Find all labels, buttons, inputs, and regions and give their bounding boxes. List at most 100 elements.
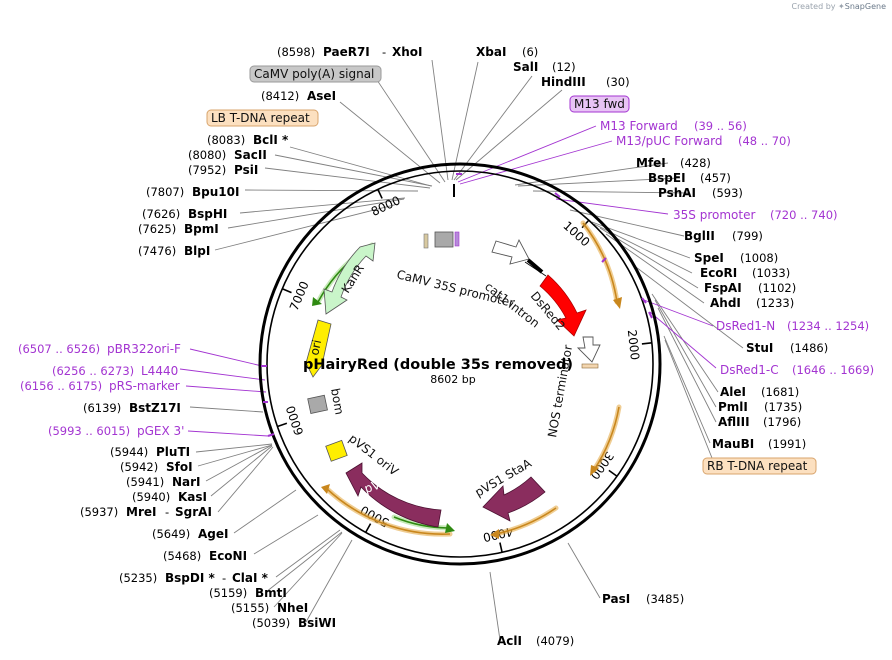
primer-m13-puc-forward: M13/pUC Forward [616, 134, 723, 148]
ruler-tick-label: 7000 [287, 279, 312, 313]
enzyme-econi: EcoNI [209, 549, 247, 563]
ruler-tick [499, 542, 503, 553]
enzyme-paer7i: PaeR7I [323, 45, 370, 59]
m13-fwd-box [569, 95, 630, 113]
enzyme-bspei: BspEI [648, 171, 686, 185]
green-arrowhead-icon [312, 297, 322, 306]
dsred2-arrow [539, 274, 587, 337]
enzyme-bglii-pos: (799) [732, 229, 763, 243]
enzyme-agei: AgeI [198, 527, 228, 541]
primer-pgex3: pGEX 3' [137, 424, 184, 438]
enzyme-bsiwi: BsiWI [298, 616, 336, 630]
primer-prs-marker-range: (6156 .. 6175) [20, 379, 102, 393]
enzyme-bpmi: BpmI [184, 222, 219, 236]
ruler-ticks [277, 189, 652, 553]
enzyme-bstz17i: BstZ17I [129, 401, 181, 415]
ruler-tick [608, 469, 618, 477]
orf-arrowhead-icon [490, 529, 499, 539]
primer-pbr322ori-f-range: (6507 .. 6526) [18, 342, 100, 356]
enzyme-mfei: MfeI [636, 156, 666, 170]
inner-features [261, 173, 653, 528]
ruler-tick [281, 287, 292, 294]
orf-arrowhead-icon [613, 297, 622, 309]
enzyme-alei: AleI [720, 385, 746, 399]
enzyme-asei-pos: (8412) [261, 89, 299, 103]
enzyme-sfoi-pos: (5942) [120, 460, 158, 474]
lb-block [423, 233, 429, 249]
enzyme-kasi-pos: (5940) [132, 490, 170, 504]
enzyme-afliii: AflIII [718, 415, 750, 429]
enzyme-bmti-pos: (5159) [209, 586, 247, 600]
enzyme-hindiii: HindIII [541, 75, 586, 89]
ruler-tick-label: 1000 [560, 219, 592, 250]
enzyme-blpi: BlpI [184, 244, 210, 258]
enzyme-mrei: MreI [126, 505, 156, 519]
enzyme-bstz17i-pos: (6139) [83, 401, 121, 415]
enzyme-nari: NarI [172, 475, 201, 489]
enzyme-ahdi: AhdI [710, 296, 741, 310]
enzyme-pluti-pos: (5944) [110, 445, 148, 459]
primer-labels: M13 Forward (39 .. 56) M13/pUC Forward (… [18, 119, 874, 438]
label-bom: bom [328, 387, 346, 416]
enzyme-bpu10i-pos: (7807) [146, 185, 184, 199]
plasmid-name: pHairyRed (double 35s removed) [303, 357, 573, 373]
snapgene-logo-icon: ✦ [838, 2, 845, 11]
enzyme-sali-pos: (12) [552, 60, 576, 74]
enzyme-maubi: MauBI [712, 437, 754, 451]
enzyme-sali: SalI [513, 60, 538, 74]
enzyme-nari-pos: (5941) [126, 475, 164, 489]
enzyme-sacii-pos: (8080) [188, 148, 226, 162]
enzyme-bpu10i: Bpu10I [192, 185, 239, 199]
camv35s-promoter-arrow [491, 238, 530, 265]
primer-35s-promoter: 35S promoter [673, 208, 755, 222]
enzyme-ecori-pos: (1033) [752, 266, 790, 280]
orf-arrowhead-icon [590, 465, 599, 476]
rb-tdna-box [702, 457, 817, 475]
enzyme-pluti: PluTI [156, 445, 190, 459]
enzyme-nhei: NheI [277, 601, 308, 615]
ori-arrow [305, 319, 332, 378]
enzyme-blpi-pos: (7476) [138, 244, 176, 258]
lb-tdna-box [206, 109, 319, 127]
enzyme-sep-xhoi: - [382, 45, 386, 59]
m13-fwd-label: M13 fwd [574, 97, 625, 111]
primer-l4440-range: (6256 .. 6273) [52, 364, 134, 378]
bom-block [307, 394, 328, 414]
credit-prefix: Created by [791, 2, 836, 11]
ruler-tick [364, 523, 372, 533]
ruler-tick [641, 342, 652, 345]
enzyme-bsphi: BspHI [188, 207, 227, 221]
primer-marks [261, 173, 653, 437]
enzyme-bcli-pos: (8083) [207, 133, 245, 147]
lb-tdna-label: LB T-DNA repeat [211, 111, 310, 125]
ruler-tick [277, 422, 288, 428]
primer-m13-puc-forward-range: (48 .. 70) [738, 134, 791, 148]
ruler-tick-label: 8000 [369, 193, 403, 219]
enzyme-pshai: PshAI [658, 186, 696, 200]
camv-polya-block [434, 231, 454, 248]
primer-35s-promoter-range: (720 .. 740) [770, 208, 838, 222]
enzyme-sgrai: SgrAI [175, 505, 212, 519]
enzyme-bcli: BclI * [253, 133, 289, 147]
green-arc-heads [312, 297, 455, 533]
rb-tdna-label: RB T-DNA repeat [707, 459, 808, 473]
label-cat1: cat1 intron [482, 279, 542, 330]
enzyme-bsphi-pos: (7626) [142, 207, 180, 221]
backbone [258, 162, 662, 566]
nos-terminator-arrow [576, 336, 601, 363]
enzyme-spei: SpeI [694, 251, 724, 265]
enzyme-bspdi-pos: (5235) [119, 571, 157, 585]
credit-watermark: Created by ✦SnapGene [791, 2, 886, 11]
cat1-intron-bar [526, 258, 544, 274]
enzyme-asei: AseI [307, 89, 336, 103]
enzyme-pasi-pos: (3485) [646, 592, 684, 606]
enzyme-pshai-pos: (593) [712, 186, 743, 200]
rb-block [581, 363, 599, 369]
enzyme-agei-pos: (5649) [152, 527, 190, 541]
enzyme-mrei-pos: (5937) [80, 505, 118, 519]
enzyme-afliii-pos: (1796) [763, 415, 801, 429]
enzyme-ecori: EcoRI [700, 266, 737, 280]
primer-pgex3-range: (5993 .. 6015) [48, 424, 130, 438]
primer-pbr322ori-f: pBR322ori-F [107, 342, 181, 356]
